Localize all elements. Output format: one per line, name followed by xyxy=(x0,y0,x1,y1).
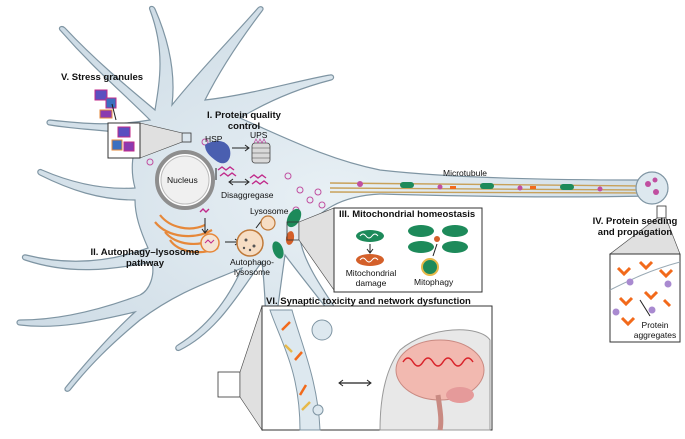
protein-quality-control-line1: I. Protein quality xyxy=(207,110,281,121)
mitochondrial-homeostasis-title: III. Mitochondrial homeostasis xyxy=(339,209,476,220)
protein-aggregates-line1: Protein xyxy=(641,320,669,330)
autophagy-lysosome-line2: pathway xyxy=(125,258,164,269)
mitochondrial-damage-label: Mitochondrial damage xyxy=(343,268,399,288)
nucleus-label: Nucleus xyxy=(167,175,198,185)
autophagy-lysosome-title: II. Autophagy–lysosome pathway xyxy=(75,247,215,269)
mito-panel-art xyxy=(356,225,468,276)
synaptic-toxicity-title: VI. Synaptic toxicity and network dysfun… xyxy=(266,296,471,307)
microtubule-label: Microtubule xyxy=(443,168,487,178)
microtubules xyxy=(329,182,641,194)
hsp-chaperone xyxy=(205,140,231,164)
protein-aggregates-line2: aggregates xyxy=(633,330,677,340)
ups-proteasome xyxy=(251,138,271,164)
lysosome-label: Lysosome xyxy=(250,206,289,216)
axon-organelles xyxy=(357,181,603,192)
mitochondrial-damage-line2: damage xyxy=(355,278,387,288)
disaggregase-label: Disaggregase xyxy=(221,190,274,200)
synapse-zoom-connector xyxy=(239,305,263,431)
autophagolysosome-label: Autophago- lysosome xyxy=(227,257,277,277)
protein-seeding-title: IV. Protein seeding and propagation xyxy=(585,216,685,238)
autophagy-lysosome-line1: II. Autophagy–lysosome xyxy=(90,247,200,258)
mitophagy-label: Mitophagy xyxy=(414,277,454,287)
ups-label: UPS xyxy=(250,130,268,140)
soma-mitochondria xyxy=(272,208,302,259)
hsp-label: HSP xyxy=(205,134,223,144)
autophagolysosome xyxy=(236,229,264,257)
synapse-art xyxy=(269,309,372,431)
stress-granules-title: V. Stress granules xyxy=(61,72,144,83)
protein-quality-control-line2: control xyxy=(227,121,261,132)
synapse-source-box xyxy=(217,371,241,398)
stress-granules xyxy=(94,89,135,152)
nucleus xyxy=(155,150,215,210)
autophagosome xyxy=(200,233,220,253)
terminal-vesicle xyxy=(653,189,659,195)
protein-quality-control-title: I. Protein quality control xyxy=(194,110,294,132)
terminal-vesicle xyxy=(645,181,651,187)
seeding-art xyxy=(609,260,681,327)
brain-illustration xyxy=(379,329,491,431)
protein-aggregates-label: Protein aggregates xyxy=(630,320,680,340)
misfolded-proteins xyxy=(199,166,269,213)
mitochondrial-damage-line1: Mitochondrial xyxy=(345,268,397,278)
autophagolysosome-line2: lysosome xyxy=(234,267,270,277)
lysosome xyxy=(260,215,276,231)
stress-arrow xyxy=(111,103,117,121)
autophagolysosome-line1: Autophago- xyxy=(230,257,274,267)
axon-terminal xyxy=(635,171,669,205)
protein-seeding-line1: IV. Protein seeding xyxy=(592,216,678,227)
protein-seeding-line2: and propagation xyxy=(597,227,673,238)
terminal-vesicle xyxy=(652,177,658,183)
